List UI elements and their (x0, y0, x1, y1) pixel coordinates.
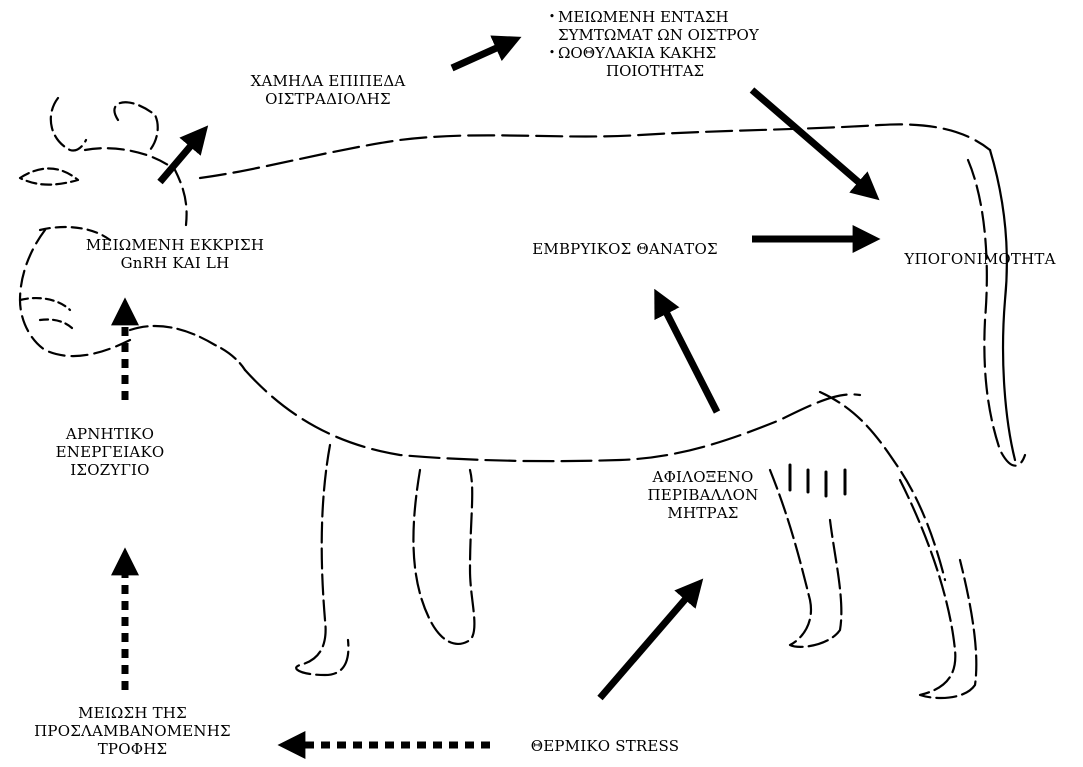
node-negative-energy-line-2: ΕΝΕΡΓΕΙΑΚΟ (30, 443, 190, 461)
node-low-estradiol-line-1: ΧΑΜΗΛΑ ΕΠΙΠΕΔΑ (228, 72, 428, 90)
node-negative-energy-line-1: ΑΡΝΗΤΙΚΟ (30, 425, 190, 443)
node-reduced-intake-line-2: ΠΡΟΣΛΑΜΒΑΝΟΜΕΝΗΣ (0, 722, 265, 740)
node-hostile-uterus-line-3: ΜΗΤΡΑΣ (628, 504, 778, 522)
node-reduced-gnrh-lh-line-1: ΜΕΙΩΜΕΝΗ ΕΚΚΡΙΣΗ (65, 236, 285, 254)
node-heat-stress-label: ΘΕΡΜΙΚΟ STRESS (505, 737, 705, 755)
node-reduced-intake-line-3: ΤΡΟΦΗΣ (0, 740, 265, 758)
node-low-estradiol: ΧΑΜΗΛΑ ΕΠΙΠΕΔΑ ΟΙΣΤΡΑΔΙΟΛΗΣ (228, 72, 428, 108)
effects-list-text: ΣΥΜΤΩΜΑΤ ΩΝ ΟΙΣΤΡΟΥ (558, 26, 759, 44)
effects-list-text: ΠΟΙΟΤΗΤΑΣ (558, 62, 704, 80)
arrow-reduced-gnrh-to-low-estradiol (160, 135, 200, 182)
node-reduced-intake-line-1: ΜΕΙΩΣΗ ΤΗΣ (0, 704, 265, 722)
arrow-heat-stress-to-hostile-uterus (600, 588, 695, 698)
arrow-effects-to-subfertility (752, 90, 870, 192)
arrow-low-estradiol-to-effects (452, 42, 510, 68)
node-subfertility-label: ΥΠΟΓΟΝΙΜΟΤΗΤΑ (880, 250, 1080, 268)
effects-list-text: ΩΟΘΥΛΑΚΙΑ ΚΑΚΗΣ (558, 44, 716, 62)
bullet: • (546, 44, 558, 62)
effects-list-item: ΠΟΙΟΤΗΤΑΣ (546, 62, 759, 80)
node-subfertility: ΥΠΟΓΟΝΙΜΟΤΗΤΑ (880, 250, 1080, 268)
node-low-estradiol-line-2: ΟΙΣΤΡΑΔΙΟΛΗΣ (228, 90, 428, 108)
node-negative-energy-line-3: ΙΣΟΖΥΓΙΟ (30, 461, 190, 479)
node-embryo-death-label: ΕΜΒΡΥΙΚΟΣ ΘΑΝΑΤΟΣ (500, 240, 750, 258)
bullet: • (546, 8, 558, 26)
effects-list: • ΜΕΙΩΜΕΝΗ ΕΝΤΑΣΗ ΣΥΜΤΩΜΑΤ ΩΝ ΟΙΣΤΡΟΥ • … (546, 8, 759, 80)
effects-list-item: • ΜΕΙΩΜΕΝΗ ΕΝΤΑΣΗ (546, 8, 759, 26)
node-negative-energy: ΑΡΝΗΤΙΚΟ ΕΝΕΡΓΕΙΑΚΟ ΙΣΟΖΥΓΙΟ (30, 425, 190, 479)
effects-list-item: • ΩΟΘΥΛΑΚΙΑ ΚΑΚΗΣ (546, 44, 759, 62)
effects-list-item: ΣΥΜΤΩΜΑΤ ΩΝ ΟΙΣΤΡΟΥ (546, 26, 759, 44)
node-embryo-death: ΕΜΒΡΥΙΚΟΣ ΘΑΝΑΤΟΣ (500, 240, 750, 258)
effects-list-text: ΜΕΙΩΜΕΝΗ ΕΝΤΑΣΗ (558, 8, 729, 26)
node-hostile-uterus: ΑΦΙΛΟΞΕΝΟ ΠΕΡΙΒΑΛΛΟΝ ΜΗΤΡΑΣ (628, 468, 778, 522)
node-reduced-intake: ΜΕΙΩΣΗ ΤΗΣ ΠΡΟΣΛΑΜΒΑΝΟΜΕΝΗΣ ΤΡΟΦΗΣ (0, 704, 265, 758)
node-heat-stress: ΘΕΡΜΙΚΟ STRESS (505, 737, 705, 755)
arrow-hostile-uterus-to-embryo-death (660, 300, 717, 412)
node-hostile-uterus-line-2: ΠΕΡΙΒΑΛΛΟΝ (628, 486, 778, 504)
node-hostile-uterus-line-1: ΑΦΙΛΟΞΕΝΟ (628, 468, 778, 486)
node-reduced-gnrh-lh-line-2: GnRH ΚΑΙ LH (65, 254, 285, 272)
node-reduced-gnrh-lh: ΜΕΙΩΜΕΝΗ ΕΚΚΡΙΣΗ GnRH ΚΑΙ LH (65, 236, 285, 272)
